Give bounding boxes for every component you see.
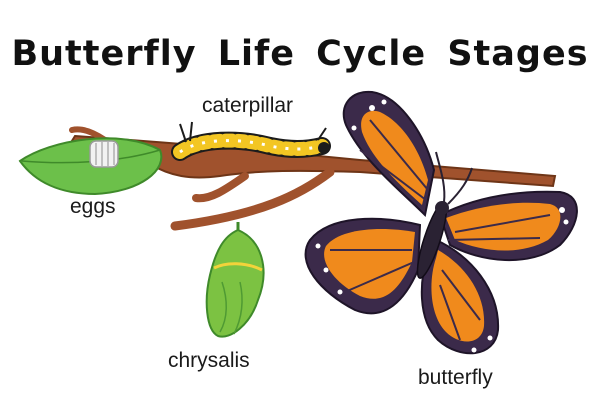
chrysalis	[205, 222, 265, 338]
diagram-title: Butterfly Life Cycle Stages	[11, 34, 589, 74]
leaf-with-eggs	[18, 137, 163, 196]
caterpillar	[171, 121, 331, 161]
label-chrysalis: chrysalis	[168, 349, 250, 372]
label-butterfly: butterfly	[418, 366, 493, 389]
label-caterpillar: caterpillar	[202, 94, 294, 117]
butterfly	[304, 90, 578, 355]
egg-cluster	[89, 140, 119, 168]
label-eggs: eggs	[70, 195, 116, 218]
